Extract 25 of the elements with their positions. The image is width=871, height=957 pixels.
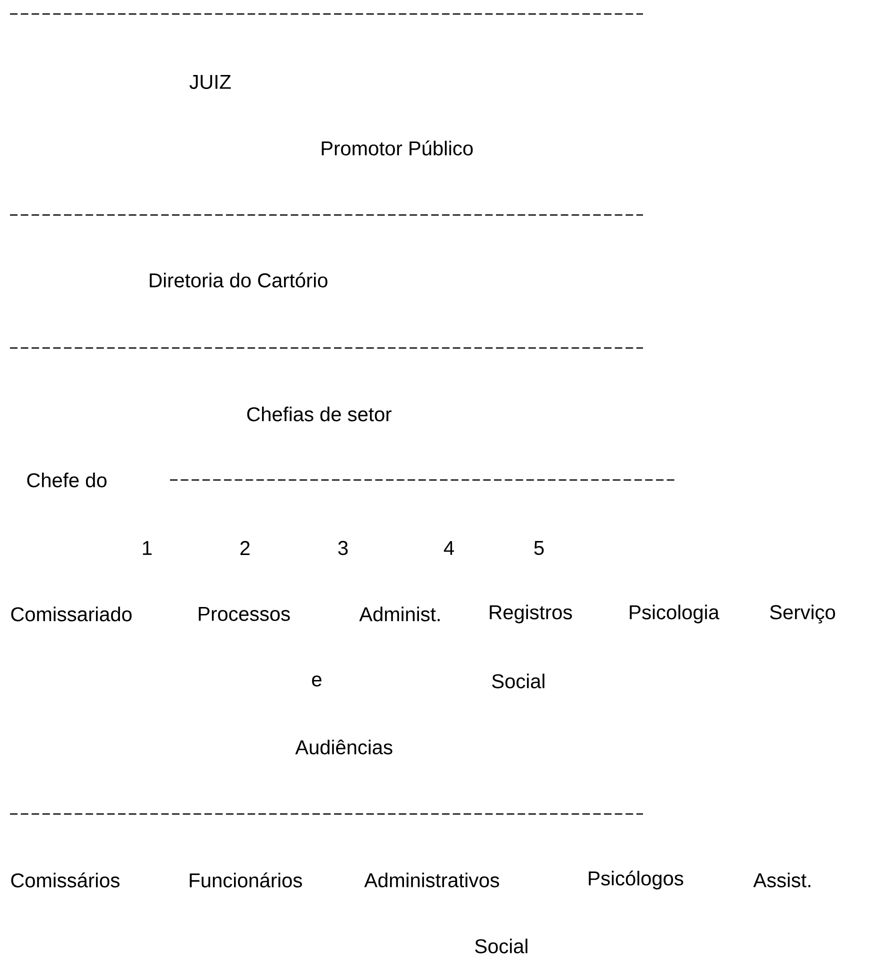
text-label: Registros <box>490 604 572 624</box>
text-label: Psicologia <box>630 604 720 624</box>
number-label: 4 <box>444 541 454 555</box>
text-label: Promotor Público <box>322 140 473 156</box>
text-label: JUIZ <box>190 75 231 89</box>
text-label: Serviço <box>770 604 836 624</box>
text-label: Administrativos <box>364 872 500 888</box>
text-label: Audiências <box>295 740 392 754</box>
number-label: 1 <box>142 541 152 555</box>
text-label: Chefias de setor <box>247 406 392 422</box>
text-label: Diretoria do Cartório <box>150 272 328 288</box>
number-label: 3 <box>338 540 348 556</box>
number-label: 2 <box>240 541 250 555</box>
text-label: Processos <box>198 607 290 621</box>
text-label: e <box>312 676 322 686</box>
text-label: Psicólogos <box>588 870 684 890</box>
text-label: Funcionários <box>190 872 302 888</box>
text-label: Chefe do <box>27 472 106 488</box>
text-label: Assist. <box>753 872 810 888</box>
text-label: Administ. <box>359 606 440 622</box>
text-label: Social <box>475 938 528 954</box>
text-label: Comissariado <box>11 606 132 622</box>
text-label: Comissários <box>11 872 120 888</box>
number-label: 5 <box>534 541 544 555</box>
text-label: Social <box>492 674 544 688</box>
